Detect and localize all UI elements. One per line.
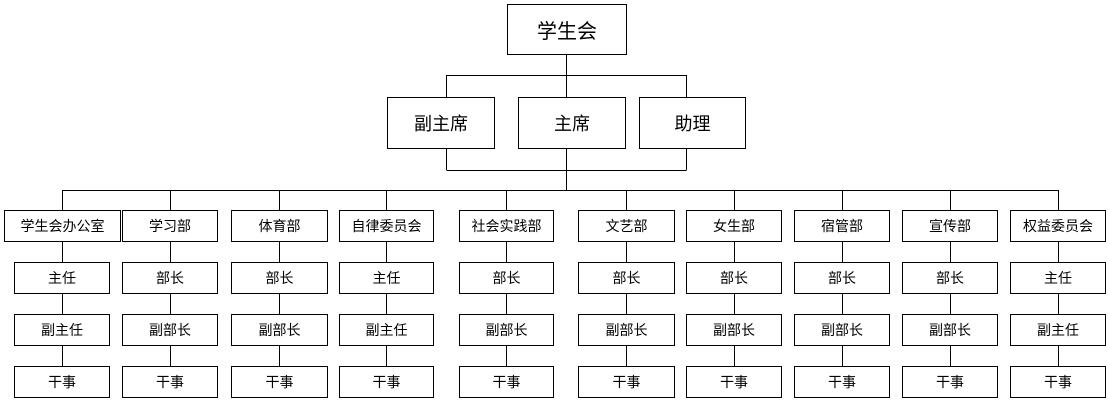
dept-dorm-role-2: 副部长 bbox=[794, 314, 890, 346]
dept-study: 学习部 bbox=[122, 210, 218, 242]
dept-practice: 社会实践部 bbox=[459, 210, 554, 242]
dept-arts: 文艺部 bbox=[578, 210, 675, 242]
dept-office-role-1: 主任 bbox=[14, 262, 110, 294]
node-assistant: 助理 bbox=[639, 97, 746, 149]
dept-office-role-2: 副主任 bbox=[14, 314, 110, 346]
dept-arts-role-1: 部长 bbox=[578, 262, 675, 294]
dept-dorm-role-3: 干事 bbox=[794, 366, 890, 398]
dept-discipline-role-2: 副主任 bbox=[339, 314, 434, 346]
dept-arts-role-2: 副部长 bbox=[578, 314, 675, 346]
dept-dorm-role-1: 部长 bbox=[794, 262, 890, 294]
dept-discipline-role-1: 主任 bbox=[339, 262, 434, 294]
dept-rights-role-3: 干事 bbox=[1010, 366, 1106, 398]
node-chair: 主席 bbox=[518, 97, 626, 149]
dept-study-role-3: 干事 bbox=[122, 366, 218, 398]
dept-sports-role-1: 部长 bbox=[231, 262, 328, 294]
dept-women-role-2: 副部长 bbox=[686, 314, 782, 346]
dept-women: 女生部 bbox=[686, 210, 782, 242]
dept-dorm: 宿管部 bbox=[794, 210, 890, 242]
dept-study-role-2: 副部长 bbox=[122, 314, 218, 346]
dept-rights: 权益委员会 bbox=[1010, 210, 1106, 242]
dept-office: 学生会办公室 bbox=[4, 210, 121, 242]
dept-rights-role-2: 副主任 bbox=[1010, 314, 1106, 346]
dept-study-role-1: 部长 bbox=[122, 262, 218, 294]
dept-practice-role-1: 部长 bbox=[459, 262, 554, 294]
dept-sports-role-2: 副部长 bbox=[231, 314, 328, 346]
dept-publicity-role-1: 部长 bbox=[902, 262, 998, 294]
dept-practice-role-2: 副部长 bbox=[459, 314, 554, 346]
dept-publicity-role-3: 干事 bbox=[902, 366, 998, 398]
dept-sports-role-3: 干事 bbox=[231, 366, 328, 398]
dept-women-role-3: 干事 bbox=[686, 366, 782, 398]
dept-discipline: 自律委员会 bbox=[339, 210, 434, 242]
dept-publicity: 宣传部 bbox=[902, 210, 998, 242]
node-root: 学生会 bbox=[507, 4, 627, 55]
dept-office-role-3: 干事 bbox=[14, 366, 110, 398]
dept-sports: 体育部 bbox=[231, 210, 328, 242]
dept-women-role-1: 部长 bbox=[686, 262, 782, 294]
dept-practice-role-3: 干事 bbox=[459, 366, 554, 398]
dept-discipline-role-3: 干事 bbox=[339, 366, 434, 398]
dept-arts-role-3: 干事 bbox=[578, 366, 675, 398]
dept-publicity-role-2: 副部长 bbox=[902, 314, 998, 346]
node-vice-chair: 副主席 bbox=[387, 97, 495, 149]
dept-rights-role-1: 主任 bbox=[1010, 262, 1106, 294]
